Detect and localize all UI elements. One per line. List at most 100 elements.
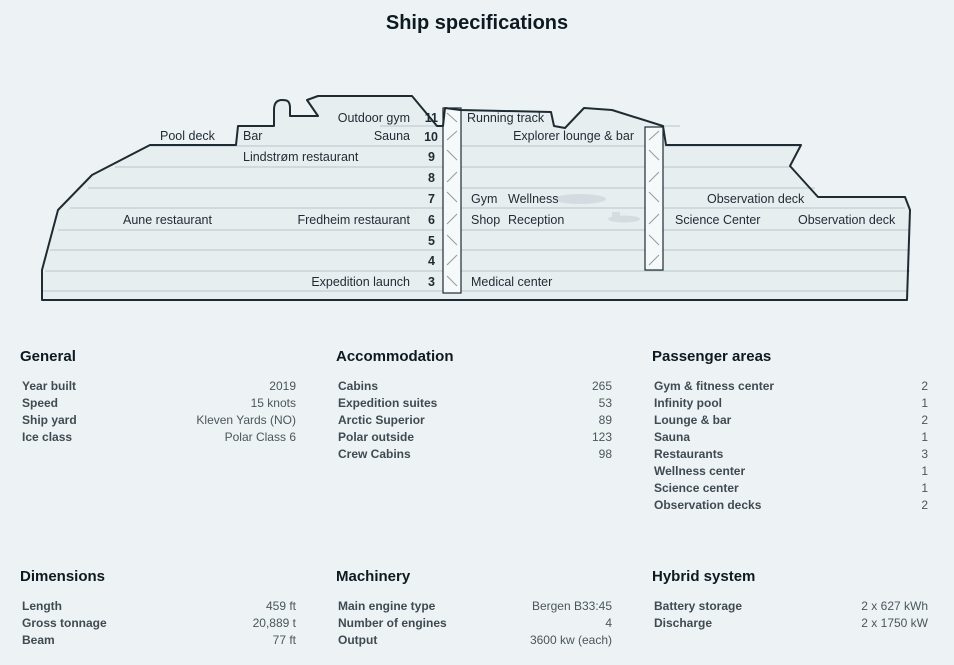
label-explorer-lounge: Explorer lounge & bar	[513, 129, 634, 143]
stair-column-right	[644, 126, 664, 271]
spec-value: 20,889 t	[252, 616, 296, 630]
spec-value: 2 x 627 kWh	[861, 599, 928, 613]
deck-number-6: 6	[428, 213, 435, 227]
section-title: Accommodation	[336, 348, 454, 365]
spec-value: 2019	[269, 379, 296, 393]
spec-row: Expedition suites 53	[336, 395, 612, 412]
label-science-center: Science Center	[675, 213, 760, 227]
spec-row: Gross tonnage 20,889 t	[20, 615, 296, 632]
spec-row: Crew Cabins 98	[336, 446, 612, 463]
spec-value: 459 ft	[265, 599, 296, 613]
spec-label: Battery storage	[654, 599, 743, 613]
spec-row: Number of engines 4	[336, 615, 612, 632]
spec-row: Battery storage 2 x 627 kWh	[652, 598, 928, 615]
spec-row: Cabins 265	[336, 378, 612, 395]
spec-row: Infinity pool 1	[652, 395, 928, 412]
label-reception: Reception	[508, 213, 564, 227]
spec-value: Bergen B33:45	[531, 599, 612, 613]
deck-number-4: 4	[428, 254, 435, 268]
spec-label: Year built	[22, 379, 77, 393]
spec-label: Polar outside	[338, 430, 415, 444]
spec-label: Number of engines	[338, 616, 447, 630]
section-title: Hybrid system	[652, 568, 756, 585]
spec-value: 77 ft	[272, 633, 296, 647]
label-outdoor-gym: Outdoor gym	[338, 111, 410, 125]
spec-label: Crew Cabins	[338, 447, 411, 461]
spec-label: Cabins	[338, 379, 379, 393]
spec-label: Infinity pool	[654, 396, 722, 410]
spec-value: 1	[921, 481, 928, 495]
ship-hull-fill	[42, 96, 910, 300]
section-title: Machinery	[336, 568, 411, 585]
lifeboat-shapes	[554, 194, 640, 223]
spec-label: Restaurants	[654, 447, 724, 461]
deck-number-11: 11	[425, 111, 438, 125]
label-sauna: Sauna	[374, 129, 410, 143]
spec-value: 1	[921, 396, 928, 410]
spec-value: 265	[591, 379, 612, 393]
spec-row: Year built 2019	[20, 378, 296, 395]
section-dimensions: Dimensions Length 459 ft Gross tonnage 20,…	[20, 568, 296, 649]
label-fredheim-restaurant: Fredheim restaurant	[297, 213, 410, 227]
spec-value: 2	[921, 413, 928, 427]
spec-value: 98	[598, 447, 612, 461]
label-observation-deck-upper: Observation deck	[707, 192, 805, 206]
deck-number-10: 10	[424, 130, 438, 144]
spec-label: Expedition suites	[338, 396, 438, 410]
label-observation-deck-lower: Observation deck	[798, 213, 896, 227]
spec-value: 3600 kw (each)	[529, 633, 612, 647]
spec-value: 123	[591, 430, 612, 444]
spec-label: Discharge	[654, 616, 713, 630]
spec-value: 15 knots	[250, 396, 296, 410]
deck-number-3: 3	[428, 275, 435, 289]
label-wellness: Wellness	[508, 192, 558, 206]
spec-label: Ship yard	[22, 413, 77, 427]
label-pool-deck: Pool deck	[160, 129, 216, 143]
spec-label: Length	[22, 599, 62, 613]
spec-label: Science center	[654, 481, 739, 495]
spec-label: Lounge & bar	[654, 413, 732, 427]
section-title: Dimensions	[20, 568, 106, 585]
label-medical-center: Medical center	[471, 275, 552, 289]
spec-row: Speed 15 knots	[20, 395, 296, 412]
spec-label: Arctic Superior	[338, 413, 425, 427]
spec-label: Sauna	[654, 430, 691, 444]
deck-number-7: 7	[428, 192, 435, 206]
spec-label: Gross tonnage	[22, 616, 107, 630]
spec-label: Gym & fitness center	[654, 379, 775, 393]
spec-row: Science center 1	[652, 480, 928, 497]
label-running-track: Running track	[467, 111, 545, 125]
label-aune-restaurant: Aune restaurant	[123, 213, 212, 227]
stair-column-left	[442, 107, 462, 294]
deck-area-labels: Pool deck Bar Outdoor gym Sauna Lindstrø…	[123, 111, 896, 289]
label-gym: Gym	[471, 192, 497, 206]
label-expedition-launch: Expedition launch	[311, 275, 410, 289]
deck-number-8: 8	[428, 171, 435, 185]
section-hybrid-system: Hybrid system Battery storage 2 x 627 kWh…	[652, 568, 928, 632]
spec-label: Speed	[22, 396, 59, 410]
page-title: Ship specifications	[385, 12, 569, 34]
spec-value: 4	[605, 616, 612, 630]
section-accommodation: Accommodation Cabins 265 Expedition suite…	[336, 348, 612, 463]
spec-value: Polar Class 6	[224, 430, 296, 444]
spec-value: 2	[921, 379, 928, 393]
label-shop: Shop	[471, 213, 500, 227]
label-bar: Bar	[243, 129, 262, 143]
spec-value: 53	[598, 396, 612, 410]
spec-row: Lounge & bar 2	[652, 412, 928, 429]
section-title: General	[20, 348, 76, 365]
section-general: General Year built 2019 Speed 15 knots Shi…	[20, 348, 296, 446]
deck-numbers: 11 10 9 8 7 6 5 4 3	[424, 111, 438, 289]
